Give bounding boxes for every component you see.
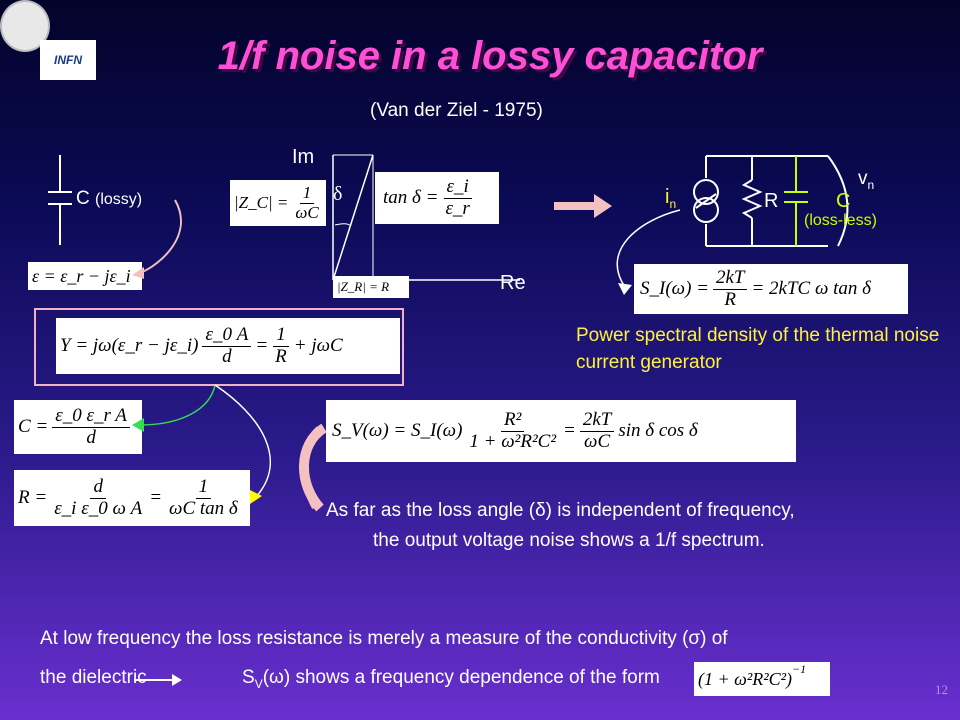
- bottom-line-2: the dielectric: [40, 667, 147, 688]
- loss-angle-text-2: the output voltage noise shows a 1/f spe…: [373, 530, 765, 551]
- frequency-form-equation: (1 + ω²R²C²)−1: [694, 662, 830, 696]
- delta-symbol: δ: [333, 183, 343, 205]
- bottom-line-2-rest: SV(ω) shows a frequency dependence of th…: [242, 667, 660, 691]
- curved-bracket-arrow: [299, 424, 327, 512]
- implies-arrow-icon: [134, 674, 182, 686]
- subtitle: (Van der Ziel - 1975): [370, 100, 543, 121]
- admittance-box: [34, 308, 404, 386]
- infn-logo-text: INFN: [54, 53, 82, 67]
- slide-number: 12: [935, 682, 948, 697]
- phasor-diagram: [332, 154, 520, 281]
- psd-caption: Power spectral density of the thermal no…: [576, 325, 940, 373]
- noise-equivalent-circuit: [693, 155, 849, 247]
- noise-current-label: in: [665, 186, 677, 211]
- zr-equation: |Z_R| = R: [333, 276, 409, 298]
- slide-title: 1/f noise in a lossy capacitor: [217, 34, 763, 78]
- lossless-label: (loss-less): [804, 212, 877, 229]
- lossless-capacitor-label: C: [836, 190, 851, 212]
- lossy-capacitor-label: C (lossy): [76, 188, 143, 209]
- curved-arrow-to-permittivity: [132, 199, 182, 279]
- lossy-capacitor-symbol: [48, 155, 72, 245]
- curved-arrow-to-psd: [616, 209, 681, 295]
- university-seal-logo: [0, 0, 50, 52]
- bottom-line-1: At low frequency the loss resistance is …: [40, 628, 728, 649]
- imag-axis-label: Im: [292, 146, 315, 168]
- right-arrow-icon: [554, 194, 612, 218]
- resistor-label: R: [764, 190, 779, 212]
- noise-voltage-label: vn: [858, 168, 875, 192]
- infn-logo: INFN: [40, 40, 96, 80]
- real-axis-label: Re: [500, 272, 526, 294]
- permittivity-equation: ε = ε_r − jε_i: [28, 262, 142, 290]
- arrows-from-admittance: [132, 384, 272, 504]
- loss-angle-text-1: As far as the loss angle (δ) is independ…: [326, 500, 795, 521]
